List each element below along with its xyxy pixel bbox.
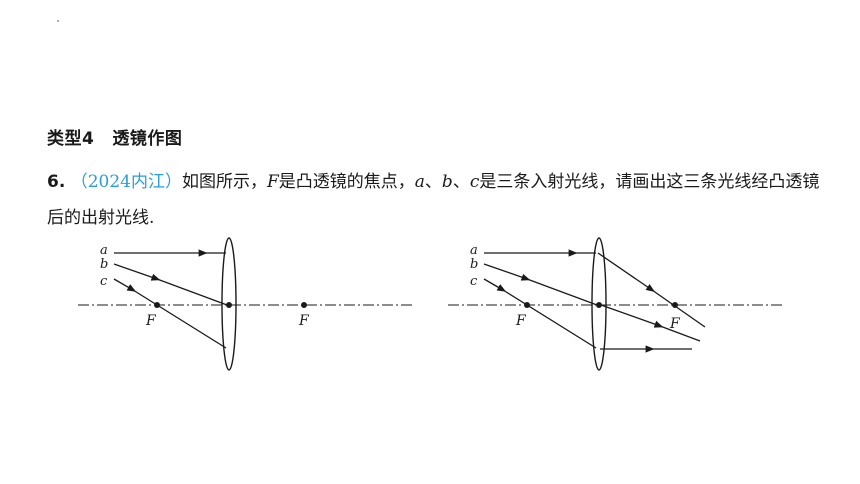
focal-point-left <box>154 302 160 308</box>
ray-b-incident <box>483 263 531 281</box>
ray-symbol-c: c <box>469 172 480 192</box>
decorative-dot <box>57 20 59 22</box>
focal-point-left <box>524 302 530 308</box>
label-a: a <box>470 243 478 258</box>
ray-b-refracted <box>600 304 664 328</box>
ray-c-incident <box>113 278 137 292</box>
ray-c-incident <box>483 278 507 292</box>
focal-point-right <box>672 302 678 308</box>
label-focus-left: F <box>145 313 157 329</box>
section-type: 类型4 <box>47 129 95 149</box>
section-title: 透镜作图 <box>112 129 183 149</box>
convex-lens <box>221 237 237 371</box>
figure-left: a b c F F <box>78 237 412 371</box>
lens-center <box>596 302 602 308</box>
problem-text-1: 如图所示， <box>181 172 267 192</box>
section-heading: 类型4 透镜作图 <box>47 124 182 149</box>
problem-text-2: 是凸透镜的焦点， <box>278 172 415 192</box>
figure-right: a b c F F <box>448 237 782 371</box>
separator: 、 <box>424 172 442 192</box>
focus-symbol: F <box>266 172 279 192</box>
label-b: b <box>470 257 478 272</box>
ray-a-refracted <box>597 252 655 293</box>
focal-point-right <box>301 302 307 308</box>
label-focus-left: F <box>515 313 527 329</box>
problem-statement: 6. （2024内江）如图所示，F是凸透镜的焦点，a、b、c是三条入射光线，请画… <box>47 172 820 228</box>
ray-symbol-b: b <box>441 172 453 192</box>
label-a: a <box>100 243 108 258</box>
problem-number: 6 <box>47 172 59 192</box>
label-c: c <box>470 274 478 289</box>
separator: 、 <box>452 172 470 192</box>
problem-source: （2024内江） <box>70 172 182 192</box>
label-focus-right: F <box>669 316 681 332</box>
convex-lens <box>591 237 607 371</box>
label-c: c <box>100 274 108 289</box>
problem-text-3: 是三条入射光线，请画出这三条光线经凸透镜后的出射光线. <box>47 172 820 228</box>
label-b: b <box>100 257 108 272</box>
lens-center <box>226 302 232 308</box>
ray-b-incident <box>113 263 161 281</box>
ray-symbol-a: a <box>414 172 425 192</box>
label-focus-right: F <box>298 313 310 329</box>
